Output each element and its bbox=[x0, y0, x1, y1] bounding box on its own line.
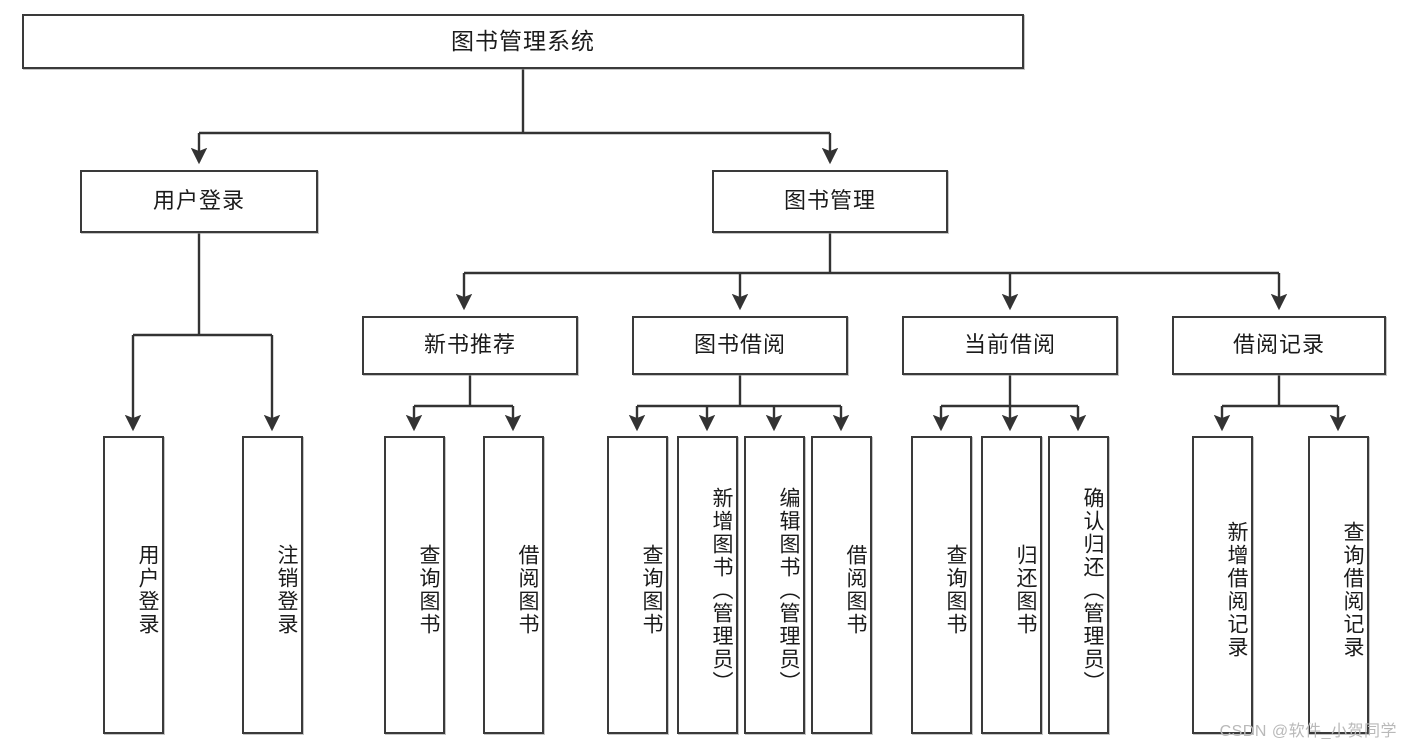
node-new-book-rec-label: 新书推荐 bbox=[423, 332, 516, 358]
node-user-login[interactable]: 用户登录 bbox=[80, 170, 318, 233]
node-leaf-logout[interactable]: 注销登录 bbox=[242, 436, 303, 734]
node-leaf-confirm-return-label: 确认归还（管理员） bbox=[1081, 486, 1104, 694]
node-leaf-borrow-book-1-label: 借阅图书 bbox=[516, 544, 539, 636]
node-current-borrow[interactable]: 当前借阅 bbox=[902, 316, 1118, 375]
node-borrow-record-label: 借阅记录 bbox=[1232, 332, 1325, 358]
node-leaf-return-book-label: 归还图书 bbox=[1014, 544, 1037, 636]
node-leaf-add-record[interactable]: 新增借阅记录 bbox=[1192, 436, 1253, 734]
node-leaf-query-book-1[interactable]: 查询图书 bbox=[384, 436, 445, 734]
watermark: CSDN @软件_小贺同学 bbox=[1219, 723, 1397, 740]
node-leaf-query-book-2[interactable]: 查询图书 bbox=[607, 436, 668, 734]
node-book-borrow-label: 图书借阅 bbox=[693, 332, 786, 358]
node-leaf-query-record-label: 查询借阅记录 bbox=[1341, 521, 1364, 659]
node-user-login-label: 用户登录 bbox=[152, 188, 245, 214]
node-book-borrow[interactable]: 图书借阅 bbox=[632, 316, 848, 375]
node-leaf-user-login[interactable]: 用户登录 bbox=[103, 436, 164, 734]
node-leaf-logout-label: 注销登录 bbox=[275, 544, 298, 636]
node-new-book-rec[interactable]: 新书推荐 bbox=[362, 316, 578, 375]
node-leaf-add-record-label: 新增借阅记录 bbox=[1225, 521, 1248, 659]
node-leaf-query-record[interactable]: 查询借阅记录 bbox=[1308, 436, 1369, 734]
node-current-borrow-label: 当前借阅 bbox=[963, 332, 1056, 358]
node-book-manage[interactable]: 图书管理 bbox=[712, 170, 948, 233]
node-leaf-add-book[interactable]: 新增图书（管理员） bbox=[677, 436, 738, 734]
node-leaf-edit-book[interactable]: 编辑图书（管理员） bbox=[744, 436, 805, 734]
node-leaf-borrow-book-1[interactable]: 借阅图书 bbox=[483, 436, 544, 734]
node-leaf-confirm-return[interactable]: 确认归还（管理员） bbox=[1048, 436, 1109, 734]
node-leaf-query-book-3-label: 查询图书 bbox=[944, 544, 967, 636]
node-leaf-query-book-2-label: 查询图书 bbox=[640, 544, 663, 636]
node-root-label: 图书管理系统 bbox=[451, 27, 595, 54]
node-borrow-record[interactable]: 借阅记录 bbox=[1172, 316, 1386, 375]
node-leaf-borrow-book-2-label: 借阅图书 bbox=[844, 544, 867, 636]
node-leaf-add-book-label: 新增图书（管理员） bbox=[710, 486, 733, 694]
node-leaf-return-book[interactable]: 归还图书 bbox=[981, 436, 1042, 734]
node-leaf-borrow-book-2[interactable]: 借阅图书 bbox=[811, 436, 872, 734]
node-root[interactable]: 图书管理系统 bbox=[22, 14, 1024, 69]
node-leaf-query-book-1-label: 查询图书 bbox=[417, 544, 440, 636]
node-leaf-edit-book-label: 编辑图书（管理员） bbox=[777, 486, 800, 694]
node-book-manage-label: 图书管理 bbox=[783, 188, 876, 214]
node-leaf-query-book-3[interactable]: 查询图书 bbox=[911, 436, 972, 734]
node-leaf-user-login-label: 用户登录 bbox=[136, 544, 159, 636]
